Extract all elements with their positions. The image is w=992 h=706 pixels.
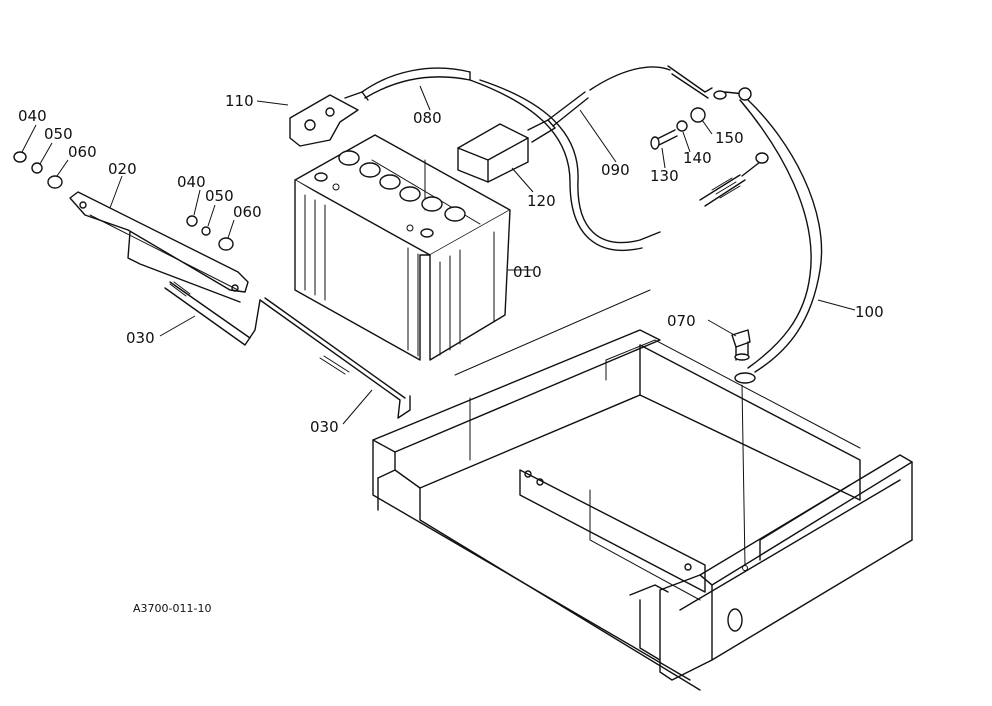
chassis-frame bbox=[372, 289, 913, 691]
label-020: 020 bbox=[108, 160, 137, 178]
starter-switch bbox=[457, 91, 589, 183]
battery bbox=[294, 134, 511, 361]
battery-terminal-negative bbox=[420, 228, 434, 238]
hold-down-rod-left bbox=[164, 281, 261, 346]
label-090: 090 bbox=[601, 161, 630, 179]
ground-cable bbox=[589, 65, 823, 384]
washer-060-right bbox=[218, 237, 234, 251]
label-150: 150 bbox=[715, 129, 744, 147]
nut-150 bbox=[690, 107, 706, 123]
washer-050-left bbox=[31, 162, 43, 174]
label-030-left: 030 bbox=[126, 329, 155, 347]
diagram-code: A3700-011-10 bbox=[133, 602, 211, 615]
callout-leaders bbox=[21, 85, 856, 425]
label-060-left: 060 bbox=[68, 143, 97, 161]
terminal-clamp bbox=[289, 91, 369, 147]
battery-caps bbox=[338, 150, 466, 222]
label-100: 100 bbox=[855, 303, 884, 321]
washer-060-left bbox=[47, 175, 63, 189]
part-labels: 010 020 030 030 040 040 050 050 060 060 … bbox=[18, 92, 884, 436]
label-140: 140 bbox=[683, 149, 712, 167]
label-010: 010 bbox=[513, 263, 542, 281]
label-060-right: 060 bbox=[233, 203, 262, 221]
washer-140 bbox=[676, 120, 688, 132]
label-120: 120 bbox=[527, 192, 556, 210]
battery-terminal-positive bbox=[314, 172, 328, 182]
positive-cable bbox=[361, 67, 471, 93]
label-130: 130 bbox=[650, 167, 679, 185]
label-050-left: 050 bbox=[44, 125, 73, 143]
label-050-right: 050 bbox=[205, 187, 234, 205]
label-080: 080 bbox=[413, 109, 442, 127]
label-070: 070 bbox=[667, 312, 696, 330]
washer-050-right bbox=[201, 226, 211, 236]
hold-down-rod-right bbox=[259, 297, 411, 419]
label-110: 110 bbox=[225, 92, 254, 110]
label-040-left: 040 bbox=[18, 107, 47, 125]
nut-040-right bbox=[186, 215, 198, 227]
cable-090 bbox=[479, 79, 661, 244]
bolt-070 bbox=[731, 329, 751, 361]
label-030-right: 030 bbox=[310, 418, 339, 436]
battery-hold-down-bracket bbox=[69, 191, 249, 303]
nut-040-left bbox=[13, 151, 27, 163]
label-040-right: 040 bbox=[177, 173, 206, 191]
bolt-130 bbox=[650, 129, 678, 150]
